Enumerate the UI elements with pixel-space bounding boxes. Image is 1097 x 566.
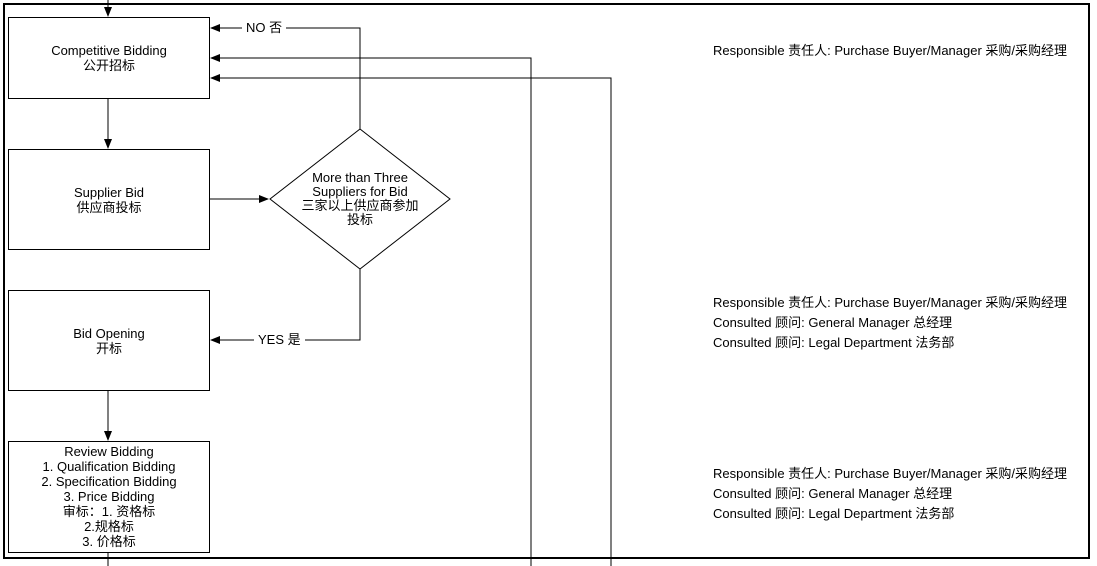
return-line-2 (210, 74, 612, 566)
decision-line: 三家以上供应商参加 (301, 198, 419, 213)
responsibility-line: Consulted 顾问: General Manager 总经理 (713, 486, 953, 501)
supplier-bid-label-en: Supplier Bid (73, 184, 145, 200)
decision-line: Suppliers for Bid (312, 184, 408, 199)
responsibility-group-3: Responsible 责任人: Purchase Buyer/Manager … (713, 464, 1067, 524)
review-bidding-item-zh: 2.规格标 (84, 519, 134, 534)
review-bidding-item: 2. Specification Bidding (41, 474, 177, 489)
competitive-bidding-label-en: Competitive Bidding (51, 43, 167, 58)
diagram-frame (3, 3, 1090, 559)
bid-opening-box: Bid Opening 开标 (8, 290, 210, 391)
competitive-bidding-label-zh: 公开招标 (82, 58, 135, 73)
edge-label-yes: YES 是 (254, 332, 305, 347)
responsibility-group-2: Responsible 责任人: Purchase Buyer/Manager … (713, 293, 1067, 353)
edge-label-no: NO 否 (242, 20, 287, 35)
decision-diamond (269, 128, 451, 270)
review-bidding-item: 3. Price Bidding (63, 489, 155, 504)
review-bidding-box: Review Bidding 1. Qualification Bidding … (8, 441, 210, 553)
review-bidding-title: Review Bidding (64, 444, 154, 459)
bid-opening-label-en: Bid Opening (73, 325, 145, 341)
bid-opening-label-zh: 开标 (95, 340, 122, 356)
decision-text: More than Three Suppliers for Bid 三家以上供应… (290, 171, 430, 227)
review-bidding-item: 1. Qualification Bidding (42, 459, 176, 474)
review-bidding-item-zh: 3. 价格标 (82, 534, 136, 549)
return-line-1 (210, 54, 532, 566)
responsibility-line: Consulted 顾问: Legal Department 法务部 (713, 335, 955, 350)
decision-line: 投标 (346, 212, 373, 227)
supplier-bid-box: Supplier Bid 供应商投标 (8, 149, 210, 250)
responsibility-line: Consulted 顾问: General Manager 总经理 (713, 315, 953, 330)
arrow-yes (210, 269, 361, 344)
responsibility-line: Responsible 责任人: Purchase Buyer/Manager … (713, 466, 1068, 481)
responsibility-line: Responsible 责任人: Purchase Buyer/Manager … (713, 43, 1068, 58)
responsibility-line: Consulted 顾问: Legal Department 法务部 (713, 506, 955, 521)
decision-line: More than Three (312, 170, 408, 185)
competitive-bidding-box: Competitive Bidding 公开招标 (8, 17, 210, 99)
supplier-bid-label-zh: 供应商投标 (76, 199, 142, 215)
review-bidding-item-zh: 审标：1. 资格标 (62, 504, 156, 519)
responsibility-line: Responsible 责任人: Purchase Buyer/Manager … (713, 295, 1068, 310)
responsibility-group-1: Responsible 责任人: Purchase Buyer/Manager … (713, 41, 1067, 61)
